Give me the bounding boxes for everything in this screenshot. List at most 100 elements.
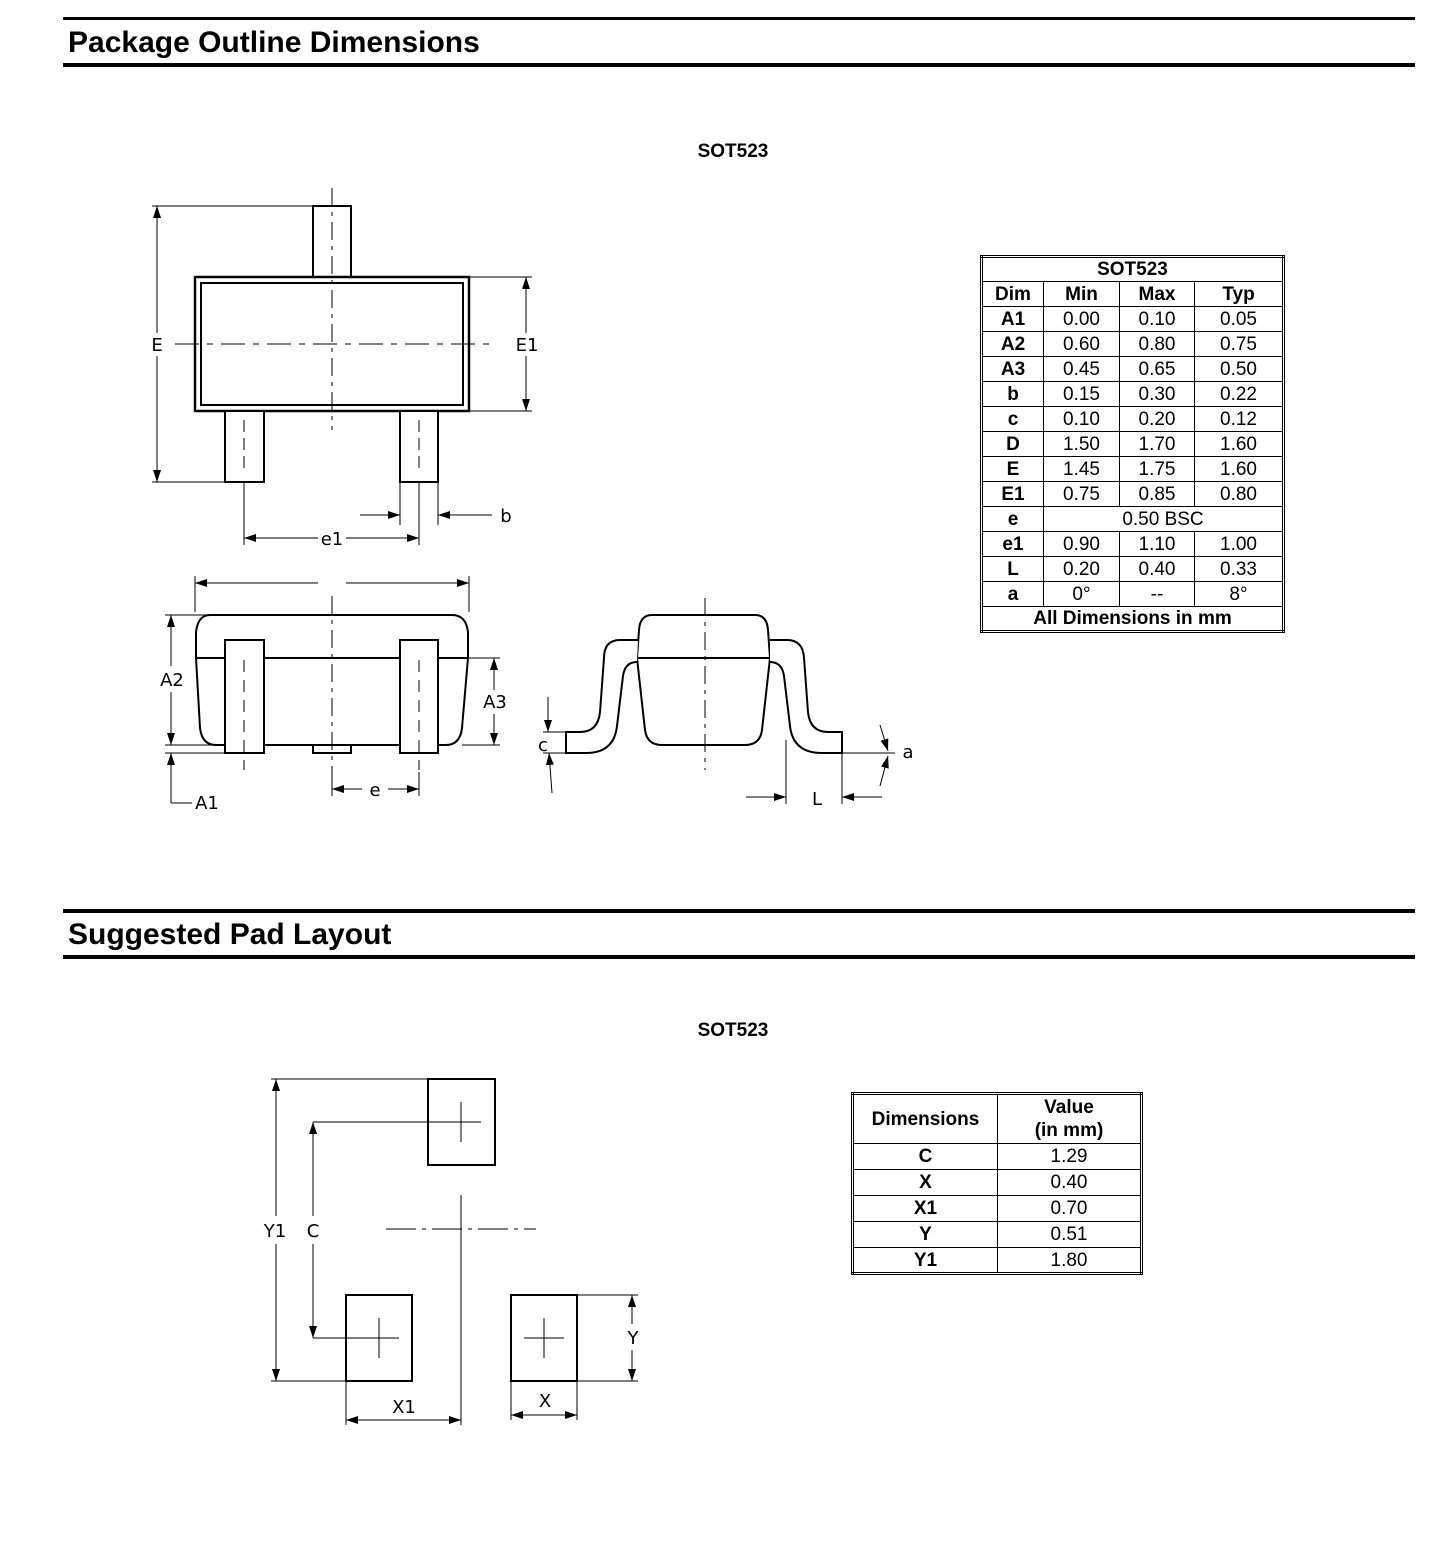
pad-dimensions [271,1078,638,1425]
col-header-min: Min [1043,281,1120,307]
max-cell: 0.80 [1119,331,1195,357]
typ-cell: 0.12 [1194,406,1284,432]
top-view-dimensions [152,205,532,545]
package-label-outline: SOT523 [697,141,769,162]
min-cell: 0.10 [1043,406,1120,432]
label-E: E [151,335,162,356]
table-caption-row: SOT523 [981,256,1284,282]
label-Y1: Y1 [263,1221,286,1242]
label-X: X [539,1391,551,1412]
col-header-value-line1: Value [1044,1097,1094,1118]
value-cell: 0.70 [997,1195,1142,1222]
side-view-dimensions [543,697,895,804]
typ-cell: 0.05 [1194,306,1284,332]
label-a: a [902,742,913,763]
dim-cell: c [981,406,1044,432]
value-cell: 0.51 [997,1221,1142,1248]
min-cell: 0.00 [1043,306,1120,332]
max-cell: 0.10 [1119,306,1195,332]
max-cell: 0.40 [1119,556,1195,582]
min-cell: 1.45 [1043,456,1120,482]
label-e: e [369,780,380,801]
dim-cell: e1 [981,531,1044,557]
dim-cell: A2 [981,331,1044,357]
top-rule [63,17,1415,20]
dim-cell: Y1 [852,1247,998,1274]
min-cell: 1.50 [1043,431,1120,457]
label-A3: A3 [483,692,507,713]
max-cell: 1.10 [1119,531,1195,557]
dim-cell: Y [852,1221,998,1248]
label-b: b [500,506,511,527]
section-title-outline: Package Outline Dimensions [68,26,480,59]
label-E1: E1 [516,335,539,356]
dim-cell: e [981,506,1044,532]
typ-cell: 0.80 [1194,481,1284,507]
col-header-max: Max [1119,281,1195,307]
dim-cell: A1 [981,306,1044,332]
col-header-value: Value (in mm) [997,1093,1142,1144]
pad-crosshairs [359,1102,564,1425]
dim-cell: E [981,456,1044,482]
typ-cell: 0.50 [1194,356,1284,382]
value-cell: 0.40 [997,1169,1142,1196]
label-e1: e1 [321,529,344,550]
col-header-value-line2: (in mm) [1034,1120,1104,1141]
dim-cell: L [981,556,1044,582]
typ-cell: 0.33 [1194,556,1284,582]
col-header-typ: Typ [1194,281,1284,307]
front-view [195,596,469,772]
pad-top-rule [63,909,1415,913]
min-cell: 0.20 [1043,556,1120,582]
max-cell: 1.75 [1119,456,1195,482]
min-cell: 0.90 [1043,531,1120,557]
typ-cell: 1.60 [1194,431,1284,457]
label-A1: A1 [195,793,219,814]
typ-cell: 0.75 [1194,331,1284,357]
dim-cell: E1 [981,481,1044,507]
bsc-cell: 0.50 BSC [1043,506,1284,532]
value-cell: 1.80 [997,1247,1142,1274]
pad-underline [63,955,1415,959]
max-cell: 0.65 [1119,356,1195,382]
min-cell: 0.15 [1043,381,1120,407]
label-c: c [538,735,548,756]
typ-cell: 0.22 [1194,381,1284,407]
max-cell: -- [1119,581,1195,607]
table-header-row: Dim Min Max Typ [981,281,1284,307]
table-header-row: Dimensions Value (in mm) [852,1093,1142,1144]
typ-cell: 8° [1194,581,1284,607]
outline-underline [63,63,1415,67]
table-footer-row: All Dimensions in mm [981,606,1284,632]
dim-cell: b [981,381,1044,407]
min-cell: 0.75 [1043,481,1120,507]
max-cell: 0.85 [1119,481,1195,507]
dim-cell: X1 [852,1195,998,1222]
label-X1: X1 [392,1397,416,1418]
dim-cell: X [852,1169,998,1196]
front-view-dimensions [165,576,500,804]
side-view [565,598,843,770]
top-view [175,188,490,483]
min-cell: 0.60 [1043,331,1120,357]
label-Y: Y [627,1328,640,1349]
